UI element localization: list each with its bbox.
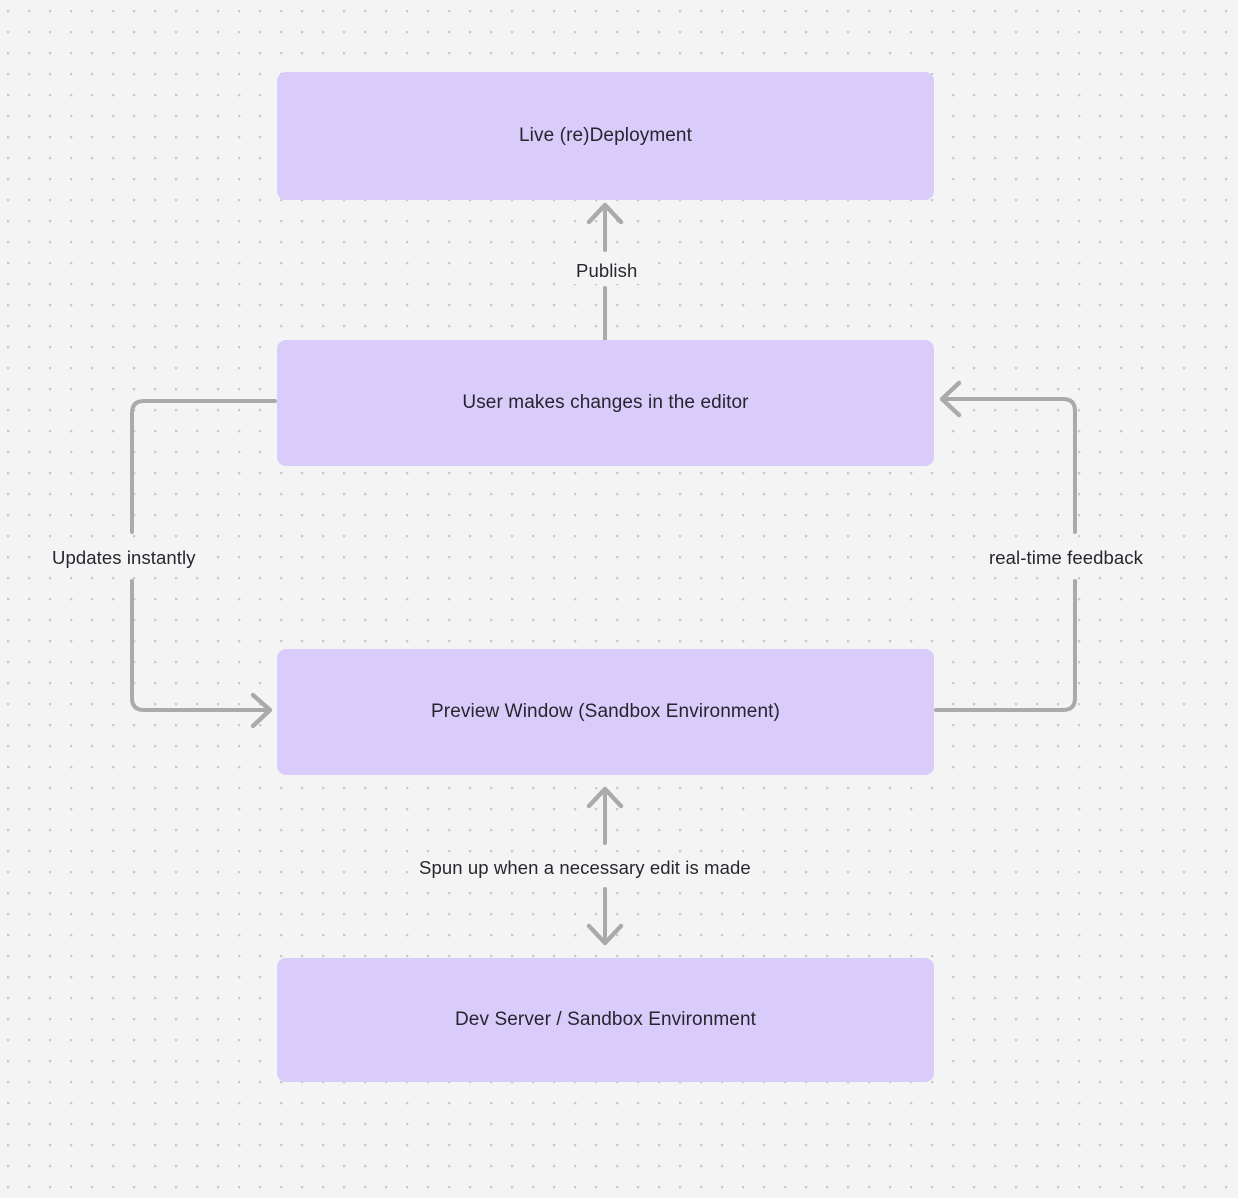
edge-feedback-upper-segment — [942, 397, 1077, 534]
edge-label-real-time-feedback: real-time feedback — [982, 545, 1150, 572]
node-user-makes-changes[interactable]: User makes changes in the editor — [277, 340, 934, 466]
edge-label-spun-up: Spun up when a necessary edit is made — [412, 855, 758, 882]
node-user-makes-changes-label: User makes changes in the editor — [462, 392, 749, 414]
edge-updates-lower-segment — [130, 579, 270, 712]
edge-updates-arrowhead-right — [250, 692, 273, 729]
edge-label-updates-instantly: Updates instantly — [45, 545, 203, 572]
edge-spunup-arrowhead-down — [586, 923, 624, 946]
node-live-deployment[interactable]: Live (re)Deployment — [277, 72, 934, 200]
edge-feedback-lower-segment — [934, 579, 1077, 712]
edge-updates-upper-segment — [130, 399, 277, 534]
edge-publish-arrowhead-up — [586, 202, 624, 225]
node-preview-window[interactable]: Preview Window (Sandbox Environment) — [277, 649, 934, 775]
edge-feedback-arrowhead-left — [939, 380, 962, 418]
node-dev-server-label: Dev Server / Sandbox Environment — [454, 1009, 756, 1031]
node-preview-window-label: Preview Window (Sandbox Environment) — [431, 701, 780, 723]
node-live-deployment-label: Live (re)Deployment — [519, 125, 692, 147]
edge-label-publish: Publish — [569, 258, 645, 285]
node-dev-server[interactable]: Dev Server / Sandbox Environment — [277, 958, 934, 1082]
edge-spunup-arrowhead-up — [586, 786, 624, 809]
